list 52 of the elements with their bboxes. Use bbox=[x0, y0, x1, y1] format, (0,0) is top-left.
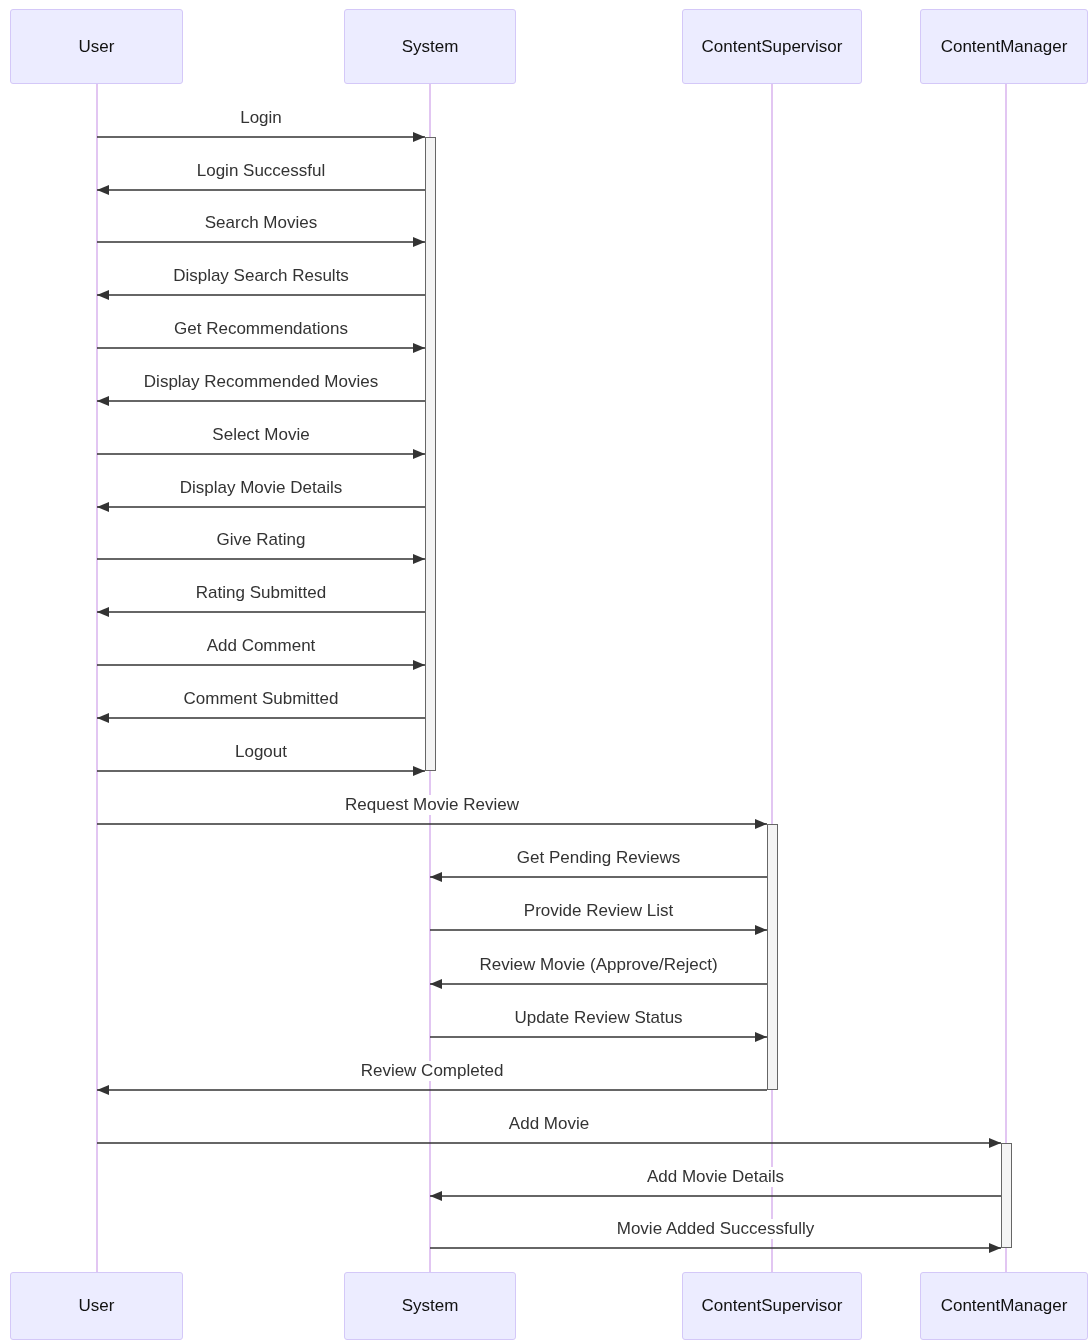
message-arrow bbox=[429, 925, 768, 935]
participant-box bbox=[344, 1272, 516, 1340]
message-arrow bbox=[96, 554, 426, 564]
message-arrow bbox=[96, 819, 768, 829]
participant-box bbox=[682, 9, 862, 84]
activation-bar bbox=[1001, 1143, 1012, 1248]
participant-name: ContentSupervisor bbox=[701, 36, 843, 57]
participant-box bbox=[920, 1272, 1088, 1340]
message-arrow bbox=[96, 132, 426, 142]
activation-bar bbox=[425, 137, 436, 771]
message-label: Request Movie Review bbox=[343, 795, 521, 815]
message-label: Login bbox=[238, 108, 284, 128]
lifeline bbox=[96, 84, 98, 1272]
message-arrow bbox=[96, 185, 426, 195]
message-arrow bbox=[429, 872, 768, 882]
message-label: Display Search Results bbox=[171, 266, 351, 286]
participant-box bbox=[10, 1272, 183, 1340]
activation-bar bbox=[767, 824, 778, 1090]
participant-name: System bbox=[401, 36, 459, 57]
participant-box bbox=[682, 1272, 862, 1340]
message-arrow bbox=[429, 1243, 1002, 1253]
message-label: Add Movie Details bbox=[645, 1167, 786, 1187]
participant-box bbox=[10, 9, 183, 84]
message-label: Logout bbox=[233, 742, 289, 762]
message-label: Update Review Status bbox=[512, 1008, 685, 1028]
message-arrow bbox=[429, 979, 768, 989]
message-arrow bbox=[96, 290, 426, 300]
message-label: Get Pending Reviews bbox=[514, 848, 683, 868]
participant-box bbox=[344, 9, 516, 84]
message-arrow bbox=[429, 1191, 1002, 1201]
message-arrow bbox=[96, 396, 426, 406]
message-arrow bbox=[429, 1032, 768, 1042]
message-arrow bbox=[96, 766, 426, 776]
participant-name: ContentManager bbox=[940, 36, 1068, 57]
message-arrow bbox=[96, 1138, 1002, 1148]
message-label: Give Rating bbox=[214, 530, 308, 550]
participant-name: System bbox=[401, 1296, 459, 1316]
message-label: Review Movie (Approve/Reject) bbox=[477, 955, 720, 975]
message-arrow bbox=[96, 660, 426, 670]
participant-name: User bbox=[78, 1296, 115, 1316]
message-arrow bbox=[96, 502, 426, 512]
message-arrow bbox=[96, 713, 426, 723]
participant-box bbox=[920, 9, 1088, 84]
participant-name: ContentManager bbox=[940, 1296, 1068, 1316]
message-arrow bbox=[96, 607, 426, 617]
message-arrow bbox=[96, 1085, 768, 1095]
participant-name: ContentSupervisor bbox=[701, 1296, 843, 1316]
message-arrow bbox=[96, 449, 426, 459]
participant-name: User bbox=[78, 36, 115, 57]
message-arrow bbox=[96, 237, 426, 247]
lifeline bbox=[1005, 84, 1007, 1272]
message-arrow bbox=[96, 343, 426, 353]
